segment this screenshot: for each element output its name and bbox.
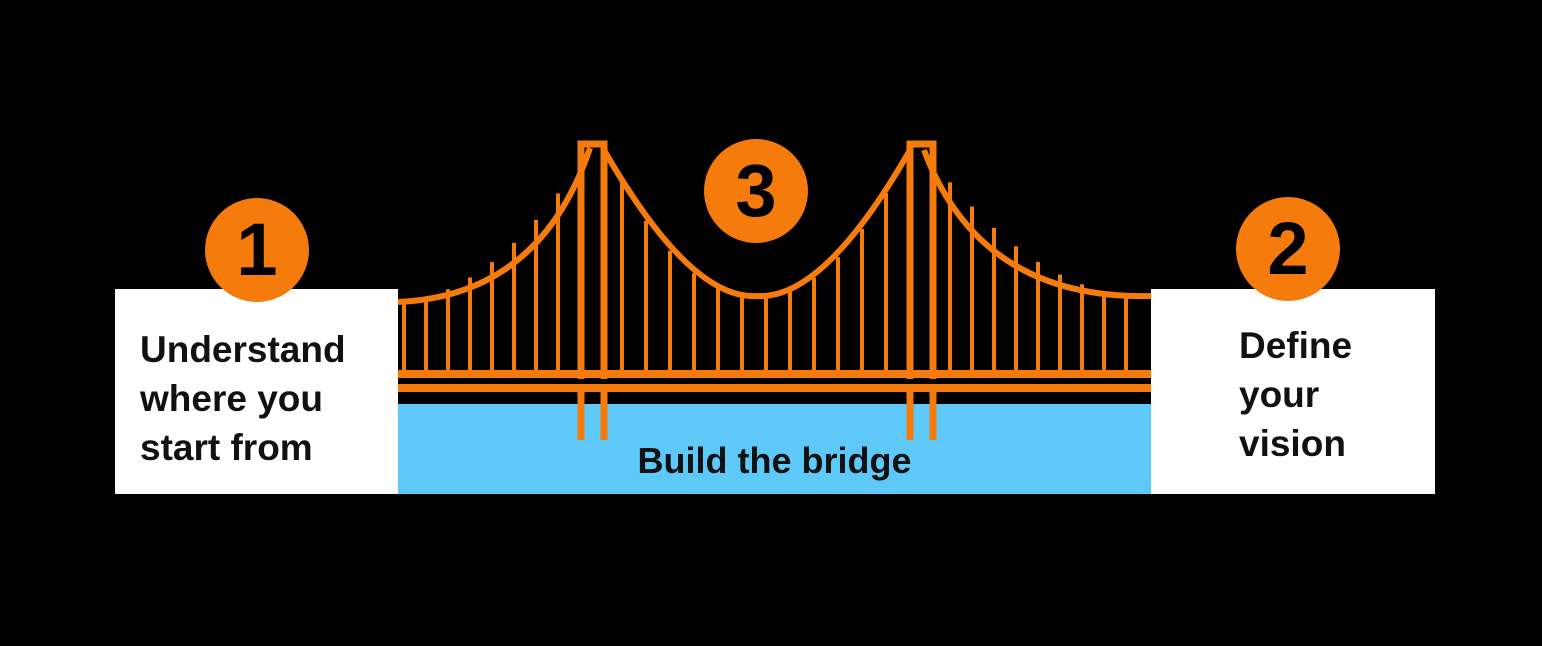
cable-right <box>921 148 1152 300</box>
step-2-label: Define your vision <box>1239 325 1353 464</box>
step-2-badge: 2 <box>1236 197 1340 301</box>
water-band: Build the bridge <box>398 404 1151 494</box>
step-3-badge: 3 <box>704 139 808 243</box>
step-1-box: Understand where you start from <box>115 289 398 494</box>
step-2-box: Define your vision <box>1151 289 1435 494</box>
step-1-badge: 1 <box>205 198 309 302</box>
step-1-label: Understand where you start from <box>140 329 346 468</box>
tower-right <box>906 140 937 440</box>
step-3-label: Build the bridge <box>637 440 912 481</box>
cable-left <box>397 147 593 305</box>
cable-main <box>601 148 913 300</box>
tower-left <box>577 140 608 440</box>
